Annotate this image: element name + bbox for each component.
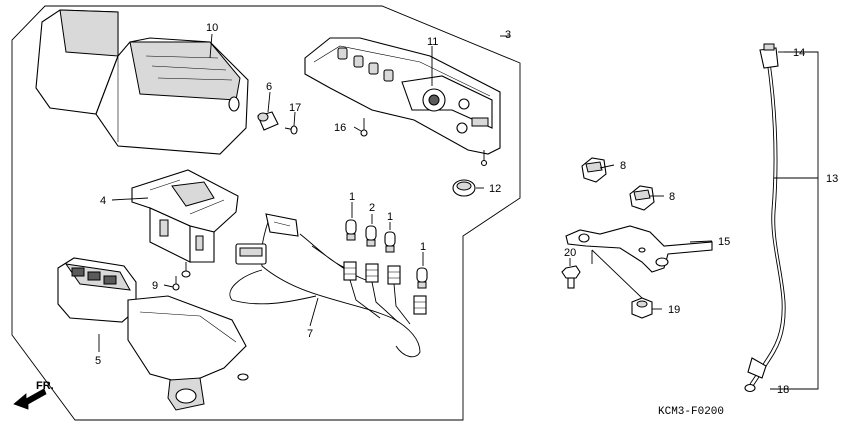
callout-1b: 1	[387, 211, 393, 223]
meter-lower-housing	[304, 37, 501, 167]
bulb-socket-c	[387, 265, 401, 285]
meter-case-cover	[35, 9, 249, 155]
callout-7: 7	[307, 328, 313, 340]
callout-3: 3	[505, 29, 511, 41]
screw-9	[172, 276, 180, 291]
wire-harness	[229, 213, 427, 358]
callout-9: 9	[152, 280, 158, 292]
callout-8a: 8	[620, 160, 626, 172]
callout-8b: 8	[669, 191, 675, 203]
callout-4: 4	[100, 195, 106, 207]
bulb-2	[365, 225, 377, 247]
callout-1c: 1	[420, 241, 426, 253]
callouts: 10 11 3 6 17 16 12 4 1 2 1 1 9 5 7 8 8 1…	[95, 22, 838, 396]
bulb-1b	[384, 231, 396, 253]
callout-13: 13	[826, 173, 838, 185]
bulb-socket-b	[365, 263, 379, 283]
front-direction-arrow: FR.	[13, 380, 54, 410]
meter-unit	[131, 169, 239, 278]
callout-2: 2	[369, 202, 375, 214]
direction-label: FR.	[36, 380, 54, 392]
cable-fitting	[257, 111, 279, 131]
callout-18: 18	[777, 384, 789, 396]
callout-6: 6	[266, 81, 272, 93]
callout-20: 20	[564, 247, 576, 259]
speedometer-cable	[747, 43, 786, 387]
bulb-socket-a	[343, 261, 357, 281]
callout-5: 5	[95, 355, 101, 367]
bulb-1a	[345, 219, 357, 241]
callout-16: 16	[334, 122, 346, 134]
leader-lines	[98, 33, 819, 390]
grommet-12	[452, 179, 476, 197]
bulb-1c	[416, 267, 428, 289]
callout-19: 19	[668, 304, 680, 316]
indicator-housing	[57, 257, 249, 411]
callout-1a: 1	[349, 191, 355, 203]
assembly-outline	[11, 5, 521, 421]
callout-12: 12	[489, 183, 501, 195]
callout-15: 15	[718, 236, 730, 248]
bolt-20	[561, 265, 581, 289]
o-ring-18	[744, 383, 756, 393]
callout-11: 11	[427, 36, 438, 48]
nut-19	[631, 297, 653, 319]
callout-17: 17	[289, 102, 301, 114]
meter-stay-bracket	[565, 225, 713, 273]
screw-17	[284, 125, 298, 135]
callout-14: 14	[793, 47, 805, 59]
bulb-socket-d	[413, 295, 427, 315]
figure-code: KCM3-F0200	[658, 406, 724, 418]
screw-16	[360, 118, 368, 137]
callout-10: 10	[206, 22, 218, 34]
grommet-8b	[629, 185, 655, 211]
grommet-8a	[581, 157, 607, 183]
